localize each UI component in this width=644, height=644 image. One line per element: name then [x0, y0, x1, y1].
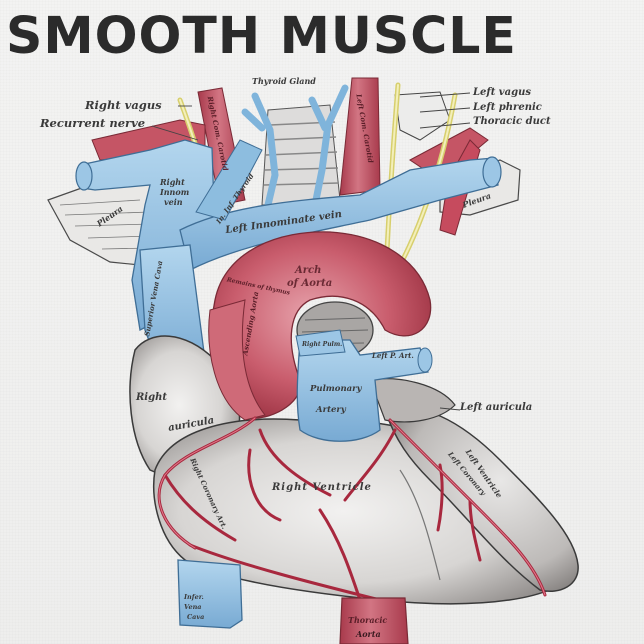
label-right-innom-vein-2: Innom: [160, 187, 190, 197]
subclavian-vein-end: [75, 161, 93, 191]
label-thoracic-aorta-2: Aorta: [356, 629, 381, 639]
label-thoracic-aorta-1: Thoracic: [348, 615, 388, 625]
label-right-pulmonary: Right Pulm.: [302, 341, 343, 348]
label-right-vagus: Right vagus: [85, 98, 162, 112]
label-pulmonary-artery-2: Artery: [316, 405, 346, 415]
thyroid-vein-left: [251, 92, 279, 209]
label-arch-of-aorta-2: of Aorta: [287, 278, 333, 289]
ascending-aorta: [208, 299, 266, 421]
label-inferior-vena-cava-3: Cava: [187, 613, 205, 621]
label-inferior-vena-cava-2: Vena: [184, 603, 202, 611]
label-inferior-vena-cava-1: Infer.: [184, 593, 204, 601]
left-auricula: [369, 378, 456, 423]
left-ventricle: [384, 406, 579, 592]
thoracic-aorta: [339, 597, 409, 644]
label-right-innom-vein-1: Right: [160, 177, 185, 187]
inf-thyroid-vein: [195, 139, 263, 221]
label-left-pulmonary: Left P. Art.: [372, 351, 414, 360]
pulmonary-artery: [296, 339, 429, 442]
label-left-vagus: Left vagus: [473, 87, 531, 98]
thyroid-vein-right: [311, 84, 349, 209]
label-right-ventricle: Right Ventricle: [272, 482, 372, 493]
label-right-auricula-1: Right: [136, 392, 167, 403]
label-right-innom-vein-3: vein: [164, 197, 183, 207]
label-recurrent-nerve: Recurrent nerve: [40, 116, 146, 130]
label-left-auricula: Left auricula: [460, 402, 533, 413]
page-title: SMOOTH MUSCLE: [6, 7, 517, 66]
label-arch-of-aorta-1: Arch: [295, 265, 322, 276]
label-thyroid-gland: Thyroid Gland: [252, 76, 316, 86]
right-pulmonary-branch: [295, 329, 346, 357]
label-thoracic-duct: Thoracic duct: [473, 116, 551, 127]
inferior-vena-cava: [177, 559, 243, 629]
label-left-phrenic: Left phrenic: [473, 102, 542, 113]
label-pulmonary-artery-1: Pulmonary: [310, 384, 362, 394]
